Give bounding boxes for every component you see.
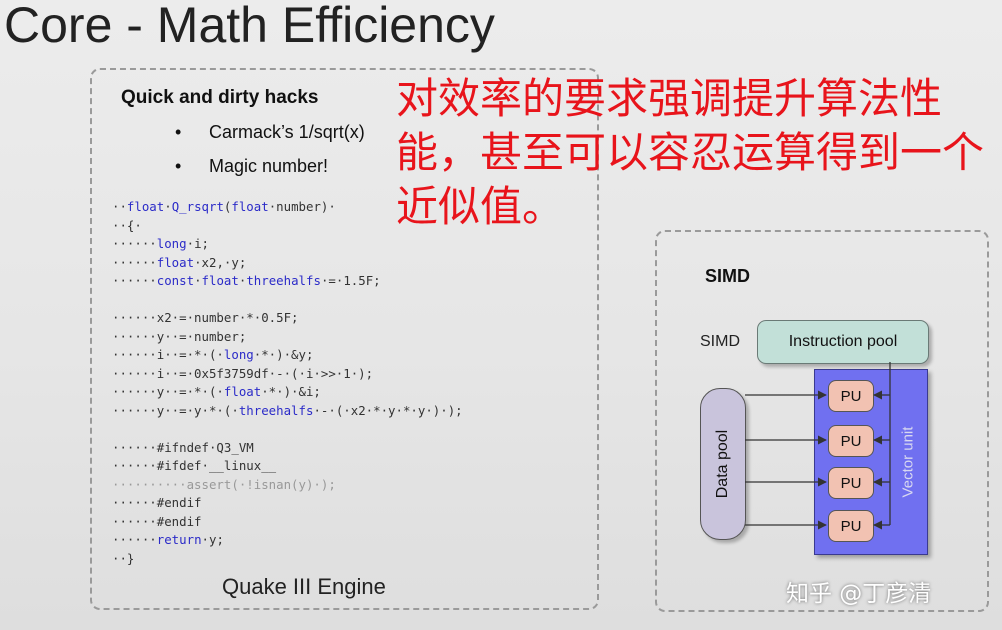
code-line: ······#ifndef·Q3_VM (112, 439, 463, 458)
code-token: ··{· (112, 217, 142, 233)
code-token: return (156, 532, 202, 547)
bullet-item: • Magic number! (175, 156, 328, 177)
code-token: float (126, 199, 165, 214)
code-token: ······i··=·*·(· (112, 347, 224, 362)
code-line: ······i··=·*·(·long·*·)·&y; (112, 346, 463, 365)
code-token: · (238, 273, 247, 288)
code-token: ······y··=·number; (112, 328, 247, 344)
code-line: ······#endif (112, 494, 463, 513)
pu-block: PU (828, 467, 874, 499)
code-token: long (223, 347, 254, 362)
pu-label: PU (840, 387, 862, 405)
pu-label: PU (840, 432, 862, 450)
code-token: ·=·1.5F; (320, 273, 381, 288)
bullet-glyph: • (175, 122, 182, 142)
code-token: ······i··=·0x5f3759df·-·(·i·>>·1·); (112, 365, 374, 381)
code-token: ······#ifdef·__linux__ (112, 458, 277, 473)
code-token: float (223, 384, 262, 399)
code-line: ······long·i; (112, 235, 463, 254)
code-line: ······const·float·threehalfs·=·1.5F; (112, 272, 463, 291)
bullet-text: Carmack’s 1/sqrt(x) (209, 122, 365, 142)
code-token: · (194, 273, 202, 288)
code-token: ······y··=·*·(· (112, 384, 224, 399)
code-token: ······y··=·y·*·(· (112, 402, 239, 418)
code-token: ··········assert(·!isnan(y)·); (112, 476, 336, 492)
code-line: ······y··=·number; (112, 328, 463, 347)
code-line: ······i··=·0x5f3759df·-·(·i·>>·1·); (112, 365, 463, 384)
code-token: ······ (112, 254, 157, 270)
code-token: ·-·(·x2·*·y·*·y·)·); (313, 402, 463, 418)
data-pool: Data pool (700, 388, 746, 540)
code-token: threehalfs (238, 402, 314, 418)
code-line: ······return·y; (112, 531, 463, 550)
engine-label: Quake III Engine (222, 574, 386, 599)
code-token: ······ (112, 273, 157, 288)
hacks-heading: Quick and dirty hacks (121, 87, 319, 108)
code-line: ··} (112, 550, 463, 569)
code-token: ······ (112, 532, 157, 547)
code-token: ··} (112, 550, 135, 566)
code-token: ······x2·=·number·*·0.5F; (112, 310, 299, 325)
code-token: ·i; (186, 236, 209, 251)
code-line: ······#endif (112, 513, 463, 532)
code-token: const (156, 273, 195, 288)
code-token: Q_rsqrt (171, 199, 224, 214)
slide-title: Core - Math Efficiency (4, 0, 495, 53)
code-line: ··········assert(·!isnan(y)·); (112, 476, 463, 495)
annotation-text: 对效率的要求强调提升算法性能，甚至可以容忍运算得到一个近似值。 (396, 74, 985, 231)
code-token: ······#endif (112, 513, 202, 529)
code-token: ·y; (201, 532, 224, 547)
code-line: ······float·x2,·y; (112, 254, 463, 273)
code-token: ·*·)·&y; (253, 347, 314, 362)
simd-heading: SIMD (705, 266, 750, 286)
bullet-item: • Carmack’s 1/sqrt(x) (175, 122, 365, 143)
code-token: ( (223, 199, 232, 214)
simd-panel (655, 230, 989, 612)
code-line: ··{· (112, 217, 463, 236)
code-token: ·number)· (268, 199, 336, 214)
code-token: ·x2,·y; (194, 254, 247, 270)
pu-block: PU (828, 425, 874, 457)
code-token: long (156, 236, 187, 251)
code-line: ··float·Q_rsqrt(float·number)· (112, 198, 463, 217)
code-token: float (231, 199, 269, 214)
pu-block: PU (828, 510, 874, 542)
instruction-pool-label: Instruction pool (788, 333, 898, 350)
watermark: 知乎 @丁彦清 (786, 581, 932, 607)
instruction-pool: Instruction pool (757, 320, 929, 364)
code-token: threehalfs (246, 273, 321, 288)
code-token: float (156, 254, 195, 270)
code-line: ······x2·=·number·*·0.5F; (112, 309, 463, 328)
pu-label: PU (840, 517, 862, 535)
code-line: ······#ifdef·__linux__ (112, 457, 463, 476)
code-token: · (164, 199, 172, 214)
code-token: float (201, 273, 239, 288)
bullet-glyph: • (175, 156, 182, 176)
code-line: ······y··=·*·(·float·*·)·&i; (112, 383, 463, 402)
code-token: ······#ifndef·Q3_VM (112, 439, 254, 455)
code-token: ······ (112, 236, 157, 251)
code-token: ·· (112, 199, 127, 214)
code-token: ······#endif (112, 495, 202, 510)
code-panel (90, 68, 599, 610)
simd-label: SIMD (700, 333, 740, 350)
bullet-text: Magic number! (209, 156, 329, 176)
pu-label: PU (840, 474, 862, 492)
code-token: ·*·)·&i; (261, 384, 321, 399)
code-line: ······y··=·y·*·(·threehalfs·-·(·x2·*·y·*… (112, 402, 463, 421)
code-block: ··float·Q_rsqrt(float·number)···{·······… (112, 198, 463, 568)
